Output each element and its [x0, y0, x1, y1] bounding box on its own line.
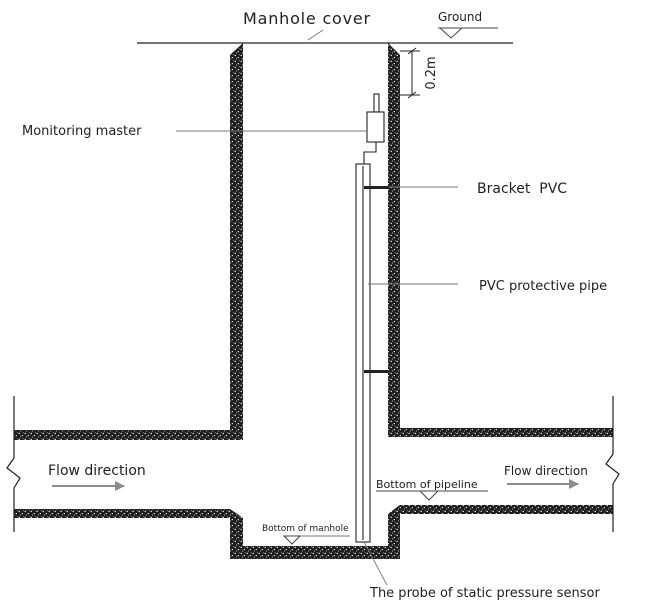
pipe-bottom-left-wall — [14, 509, 243, 518]
manhole-bottom-marker-icon — [282, 535, 302, 545]
pipeline-bottom-marker-icon — [418, 490, 440, 501]
monitoring-master — [363, 93, 385, 166]
probe-label: The probe of static pressure sensor — [369, 586, 600, 601]
ground-label: Ground — [438, 10, 482, 24]
manhole-walls — [14, 43, 613, 559]
flow-direction-left-label: Flow direction — [48, 463, 146, 479]
flow-direction-right-label: Flow direction — [504, 464, 588, 478]
bracket-lower — [364, 370, 388, 373]
pipe-top-right-wall — [388, 428, 613, 437]
bracket-upper — [364, 186, 388, 189]
pipe-bottom-right-wall — [388, 505, 613, 514]
pipe-top-left-wall — [14, 430, 243, 440]
manhole-cover-label: Manhole cover — [243, 9, 371, 28]
monitoring-master-label: Monitoring master — [22, 124, 142, 139]
pipeline-bottom-label: Bottom of pipeline — [376, 478, 478, 491]
pipe-break-left — [6, 396, 21, 532]
pvc-protective-pipe — [355, 163, 371, 543]
manhole-left-wall — [230, 43, 243, 435]
antenna — [373, 93, 380, 113]
master-box — [366, 111, 385, 143]
depth-label: 0.2m — [424, 56, 439, 89]
depth-dimension — [400, 47, 420, 99]
leader-lines — [176, 29, 458, 586]
protective-pipe-label: PVC protective pipe — [479, 279, 607, 294]
pipe-break-right — [605, 396, 620, 532]
manhole-sump-wall — [230, 505, 400, 559]
bracket-label: Bracket PVC — [477, 181, 567, 197]
signal-cable — [363, 142, 377, 166]
manhole-right-wall — [388, 43, 400, 433]
manhole-bottom-label: Bottom of manhole — [262, 524, 349, 534]
ground-marker-icon — [438, 27, 464, 39]
